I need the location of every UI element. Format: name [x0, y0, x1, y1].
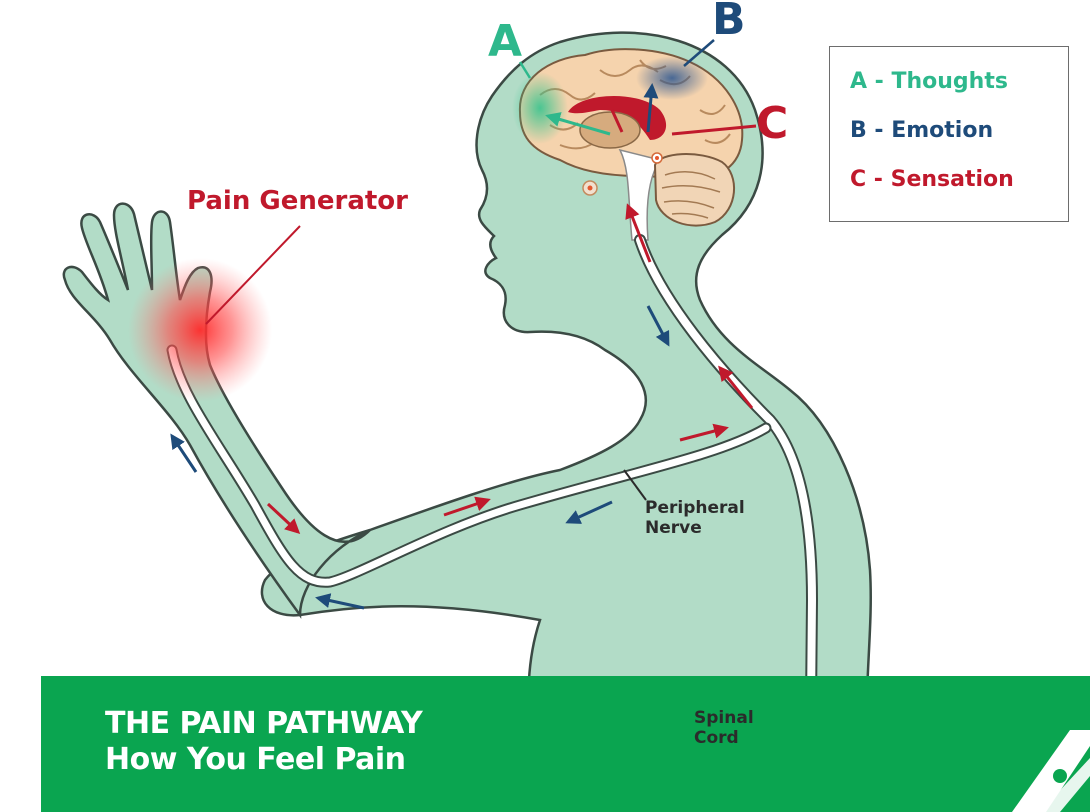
legend: A - Thoughts B - Emotion C - Sensation	[829, 46, 1069, 222]
nerve-label-line-1: Peripheral	[645, 498, 745, 518]
emotion-arrow	[643, 83, 659, 133]
pointer-c	[671, 124, 757, 136]
title-line-1: THE PAIN PATHWAY	[105, 706, 423, 741]
signal-arrow-icon	[266, 502, 301, 535]
brain	[512, 48, 744, 241]
pain-generator-label: Pain Generator	[187, 186, 408, 216]
response-arrow-icon	[170, 433, 198, 473]
diagram-title: THE PAIN PATHWAY How You Feel Pain	[105, 706, 423, 778]
thoughts-arrow	[545, 112, 611, 136]
title-banner	[41, 676, 1090, 812]
brainstem-node-core	[655, 156, 659, 160]
pain-pointer	[205, 225, 301, 325]
brain-letter-c: C	[756, 98, 789, 149]
sensation-arrow	[610, 109, 624, 133]
response-arrow-icon	[565, 500, 613, 524]
pointer-a	[518, 61, 532, 79]
nerve-leader	[623, 469, 647, 501]
signal-arrows	[170, 203, 754, 610]
cord-label-line-2: Cord	[694, 728, 739, 748]
legend-emotion: B - Emotion	[850, 118, 994, 143]
pain-glow	[128, 258, 272, 402]
brain-letter-a: A	[488, 16, 523, 67]
thalamus	[579, 111, 641, 149]
cerebellum-folds	[661, 171, 721, 219]
thoughts-glow	[512, 72, 568, 144]
legend-thoughts: A - Thoughts	[850, 69, 1008, 94]
legend-sensation: C - Sensation	[850, 167, 1014, 192]
nerve-label-line-2: Nerve	[645, 518, 702, 538]
emotion-glow	[636, 56, 708, 100]
brain-letter-b: B	[712, 0, 746, 45]
brand-logo-icon	[1012, 730, 1090, 812]
response-arrow-icon	[646, 305, 670, 347]
title-line-2: How You Feel Pain	[105, 742, 406, 777]
response-arrow-icon	[315, 593, 365, 610]
cord-label-line-1: Spinal	[694, 708, 754, 728]
brain-node-core	[587, 185, 593, 191]
spinal-cord-label: Spinal Cord	[694, 708, 754, 748]
pointer-b	[683, 39, 715, 67]
signal-arrow-icon	[443, 496, 491, 517]
sensation-arc	[568, 95, 667, 140]
signal-arrow-icon	[718, 365, 754, 409]
signal-arrow-icon	[679, 423, 729, 442]
brainstem	[618, 148, 662, 241]
peripheral-nerve-core	[168, 346, 770, 586]
peripheral-nerve-label: Peripheral Nerve	[645, 498, 745, 538]
nerve-pathway	[166, 234, 819, 812]
spinal-cord-core	[636, 236, 817, 812]
signal-arrow-icon	[625, 203, 652, 263]
